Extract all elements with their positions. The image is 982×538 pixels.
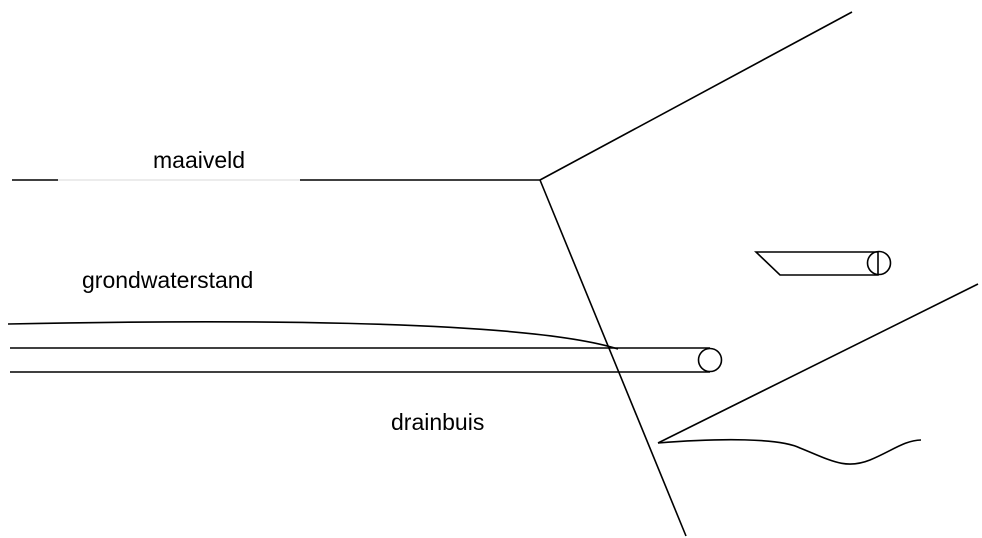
- small-drain-pipe-body: [754, 251, 879, 276]
- vertical-section-line: [539, 179, 687, 537]
- ground-surface-label: maaiveld: [153, 147, 245, 173]
- water-table-wave-curve: [657, 438, 922, 465]
- drain-pipe-end-circle: [697, 347, 723, 373]
- lower-diagonal-line: [657, 283, 979, 444]
- groundwater-level-curve: [7, 320, 619, 350]
- small-drain-pipe-end-circle: [866, 250, 892, 276]
- groundwater-level-label: grondwaterstand: [82, 267, 253, 293]
- drain-pipe-label: drainbuis: [391, 409, 484, 435]
- upper-diagonal-line: [539, 11, 853, 181]
